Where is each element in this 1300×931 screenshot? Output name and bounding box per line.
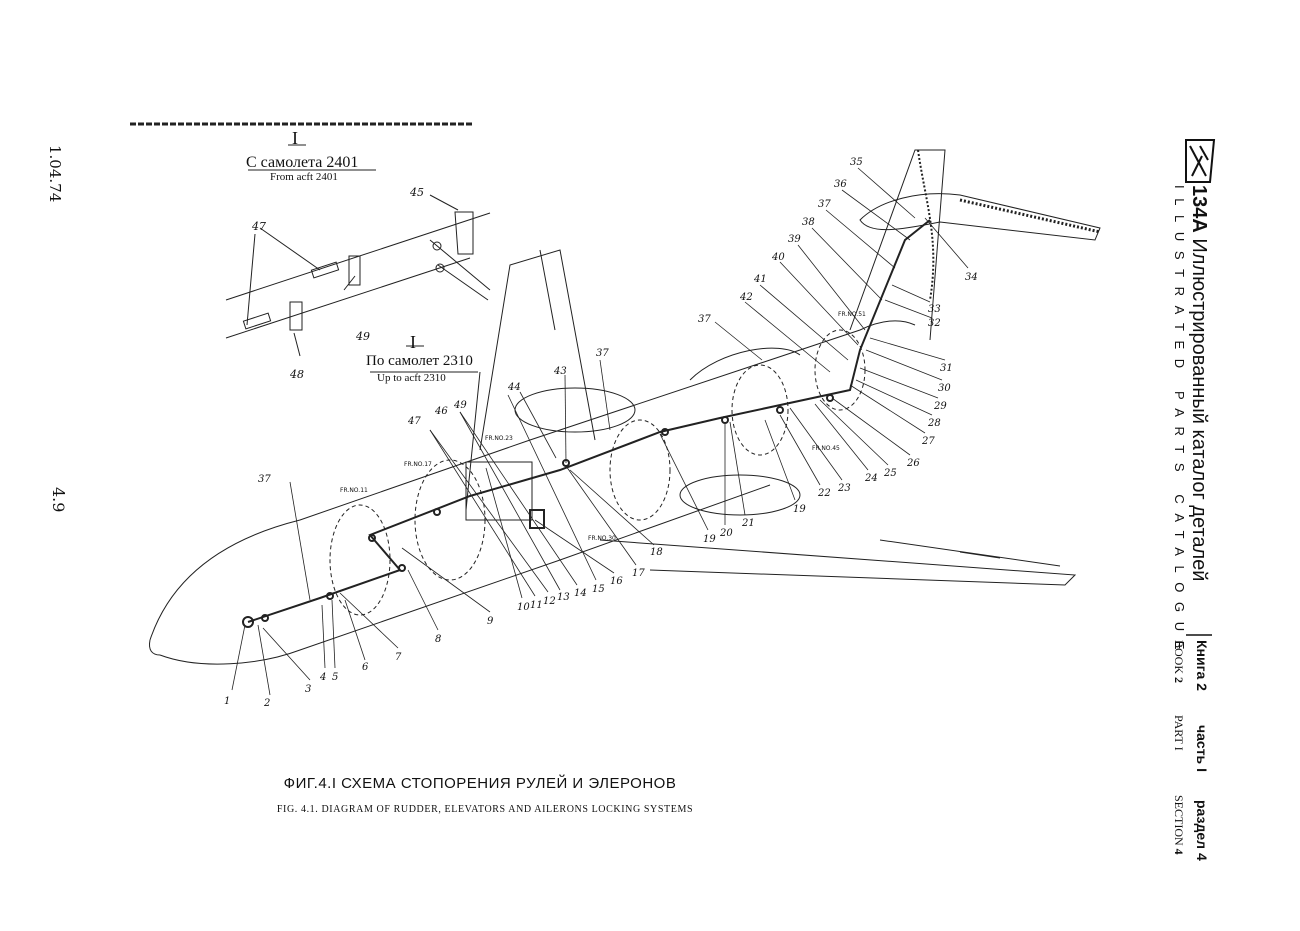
callout-7: 7 xyxy=(395,652,402,663)
callout-39: 39 xyxy=(788,234,801,245)
callout-14: 14 xyxy=(574,588,587,599)
catalog-title-en: ILLUSTRATED PARTS CATALOGUE xyxy=(1172,185,1187,659)
callout-15: 15 xyxy=(592,584,605,595)
callout-36: 36 xyxy=(834,179,847,190)
callout-19a: 19 xyxy=(703,534,716,545)
callout-27: 27 xyxy=(921,436,935,447)
inset2-roman-label: I xyxy=(410,332,416,352)
callout-43: 43 xyxy=(553,366,567,377)
frame-label-30: FR.NO.30 xyxy=(588,535,616,542)
callout-22: 22 xyxy=(817,488,831,499)
callout-leaders xyxy=(231,167,969,696)
callout-37d: 37 xyxy=(258,474,271,485)
left-wing xyxy=(479,249,596,451)
callout-19b: 19 xyxy=(793,504,806,515)
catalog-title-ru: 134A Иллюстрированный каталог деталей xyxy=(1187,185,1210,581)
catalog-title-ru-text: Иллюстрированный каталог деталей xyxy=(1188,238,1210,582)
frame-label-17: FR.NO.17 xyxy=(404,461,432,468)
callout-8: 8 xyxy=(435,634,441,645)
callout-26: 26 xyxy=(906,458,920,469)
part-label-ru: часть I xyxy=(1194,725,1210,772)
inset1-callout-48: 48 xyxy=(289,368,304,381)
locking-cable xyxy=(242,219,931,628)
callout-30: 30 xyxy=(938,383,951,394)
callout-20: 20 xyxy=(719,528,733,539)
callout-37a: 37 xyxy=(818,199,831,210)
horizontal-tail xyxy=(859,193,1101,241)
callout-42: 42 xyxy=(739,292,753,303)
inset1-roman-label: I xyxy=(292,128,298,148)
model-number: 134A xyxy=(1188,185,1210,233)
callout-28: 28 xyxy=(927,418,941,429)
figure-caption-en: FIG. 4.1. DIAGRAM OF RUDDER, ELEVATORS A… xyxy=(276,804,694,815)
callout-13: 13 xyxy=(557,592,570,603)
callout-24: 24 xyxy=(864,473,878,484)
callout-10: 10 xyxy=(517,602,530,613)
book-label-en: BOOK 2 xyxy=(1172,640,1186,684)
frame-label-45: FR.NO.45 xyxy=(812,445,840,452)
manufacturer-logo xyxy=(1185,139,1216,183)
inset1-callout-49: 49 xyxy=(355,330,370,343)
part-label-en: PART I xyxy=(1172,715,1186,751)
callout-44: 44 xyxy=(507,382,521,393)
callout-32: 32 xyxy=(928,318,941,329)
inset1-title-en: From acft 2401 xyxy=(270,171,338,183)
callout-34: 34 xyxy=(965,272,978,283)
callout-3: 3 xyxy=(305,684,311,695)
callout-47b: 47 xyxy=(407,416,421,427)
callout-11: 11 xyxy=(530,600,543,611)
callout-2: 2 xyxy=(263,698,270,709)
callout-37b: 37 xyxy=(698,314,711,325)
book-label-ru: Книга 2 xyxy=(1194,640,1210,691)
inset1-rods xyxy=(225,194,491,357)
callout-21: 21 xyxy=(741,518,755,529)
callout-29: 29 xyxy=(933,401,947,412)
callout-33: 33 xyxy=(928,304,941,315)
inset1-callout-45: 45 xyxy=(409,186,424,199)
callout-37c: 37 xyxy=(596,348,609,359)
inset1-title-ru: С самолета 2401 xyxy=(246,154,359,171)
callout-9: 9 xyxy=(487,616,494,627)
right-wing xyxy=(599,539,1077,586)
inset1-callout-47: 47 xyxy=(251,220,266,233)
callout-18: 18 xyxy=(650,547,663,558)
inset2-title-en: Up to acft 2310 xyxy=(377,372,446,384)
callout-31: 31 xyxy=(940,363,953,374)
callout-23: 23 xyxy=(837,483,851,494)
callout-4: 4 xyxy=(319,672,326,683)
callout-41: 41 xyxy=(753,274,767,285)
frame-label-51: FR.NO.51 xyxy=(838,311,866,318)
frame-label-11: FR.NO.11 xyxy=(340,487,368,494)
callout-46: 46 xyxy=(434,406,448,417)
fuselage-outline xyxy=(149,320,916,665)
callout-1: 1 xyxy=(224,696,230,707)
callout-5: 5 xyxy=(332,672,338,683)
callout-17: 17 xyxy=(632,568,645,579)
callout-16: 16 xyxy=(610,576,623,587)
section-label-en: SECTION 4 xyxy=(1172,795,1186,855)
callout-40: 40 xyxy=(771,252,785,263)
section-label-ru: раздел 4 xyxy=(1194,800,1210,861)
frame-label-23: FR.NO.23 xyxy=(485,435,513,442)
vertical-fin xyxy=(849,149,946,341)
figure-caption-ru: ФИГ.4.I СХЕМА СТОПОРЕНИЯ РУЛЕЙ И ЭЛЕРОНО… xyxy=(283,775,677,792)
callout-25: 25 xyxy=(883,468,897,479)
callout-12: 12 xyxy=(543,596,556,607)
callout-6: 6 xyxy=(362,662,369,673)
inset2-title-ru: По самолет 2310 xyxy=(366,353,473,369)
callout-49b: 49 xyxy=(453,400,467,411)
callout-35: 35 xyxy=(850,157,863,168)
callout-38: 38 xyxy=(802,217,815,228)
